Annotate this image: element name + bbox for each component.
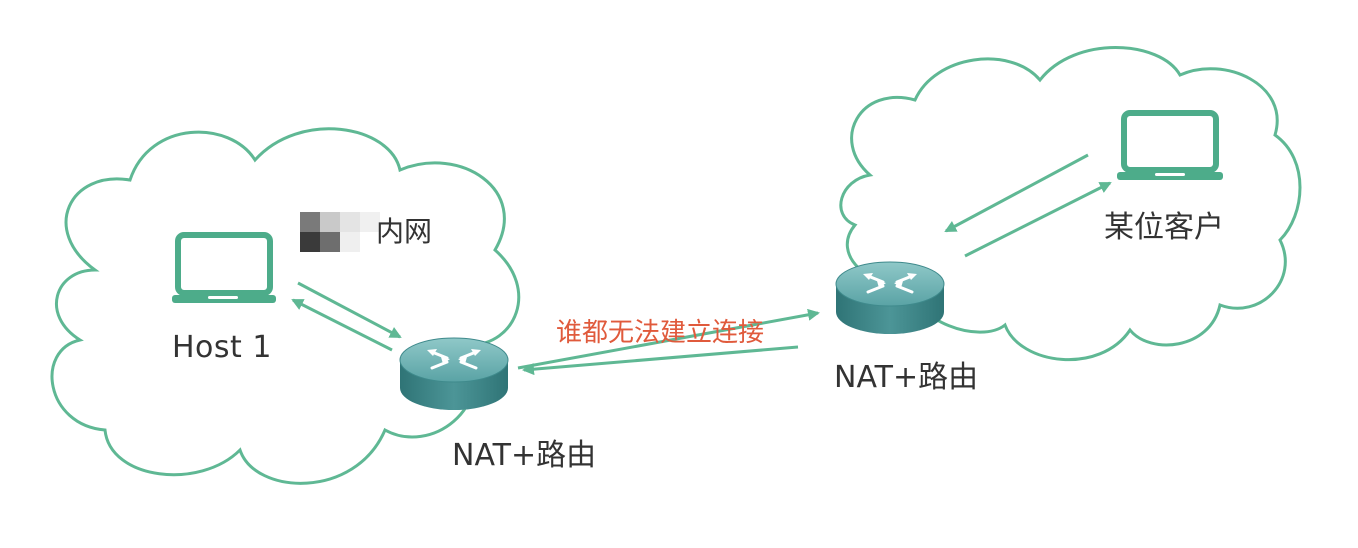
client-laptop-icon bbox=[1117, 110, 1223, 180]
left-cloud bbox=[50, 127, 521, 485]
arrow-left-router-to-right-router bbox=[517, 308, 820, 370]
arrow-right-router-to-left-router bbox=[522, 345, 799, 376]
redacted-mosaic bbox=[300, 212, 380, 252]
right-router-icon bbox=[835, 261, 945, 334]
host-laptop-icon bbox=[172, 232, 276, 303]
left-router-icon bbox=[399, 337, 509, 410]
connection-failed-label: 谁都无法建立连接 bbox=[556, 318, 765, 348]
lan-label: 内网 bbox=[376, 215, 433, 248]
arrow-client-to-router bbox=[944, 153, 1089, 233]
right-nat-router-label: NAT+路由 bbox=[834, 360, 979, 395]
arrow-router-to-host bbox=[291, 298, 393, 352]
client-label: 某位客户 bbox=[1104, 210, 1224, 245]
host-label: Host 1 bbox=[172, 330, 272, 365]
left-nat-router-label: NAT+路由 bbox=[452, 438, 597, 473]
arrow-host-to-router bbox=[297, 281, 402, 339]
arrow-router-to-client bbox=[964, 181, 1112, 258]
